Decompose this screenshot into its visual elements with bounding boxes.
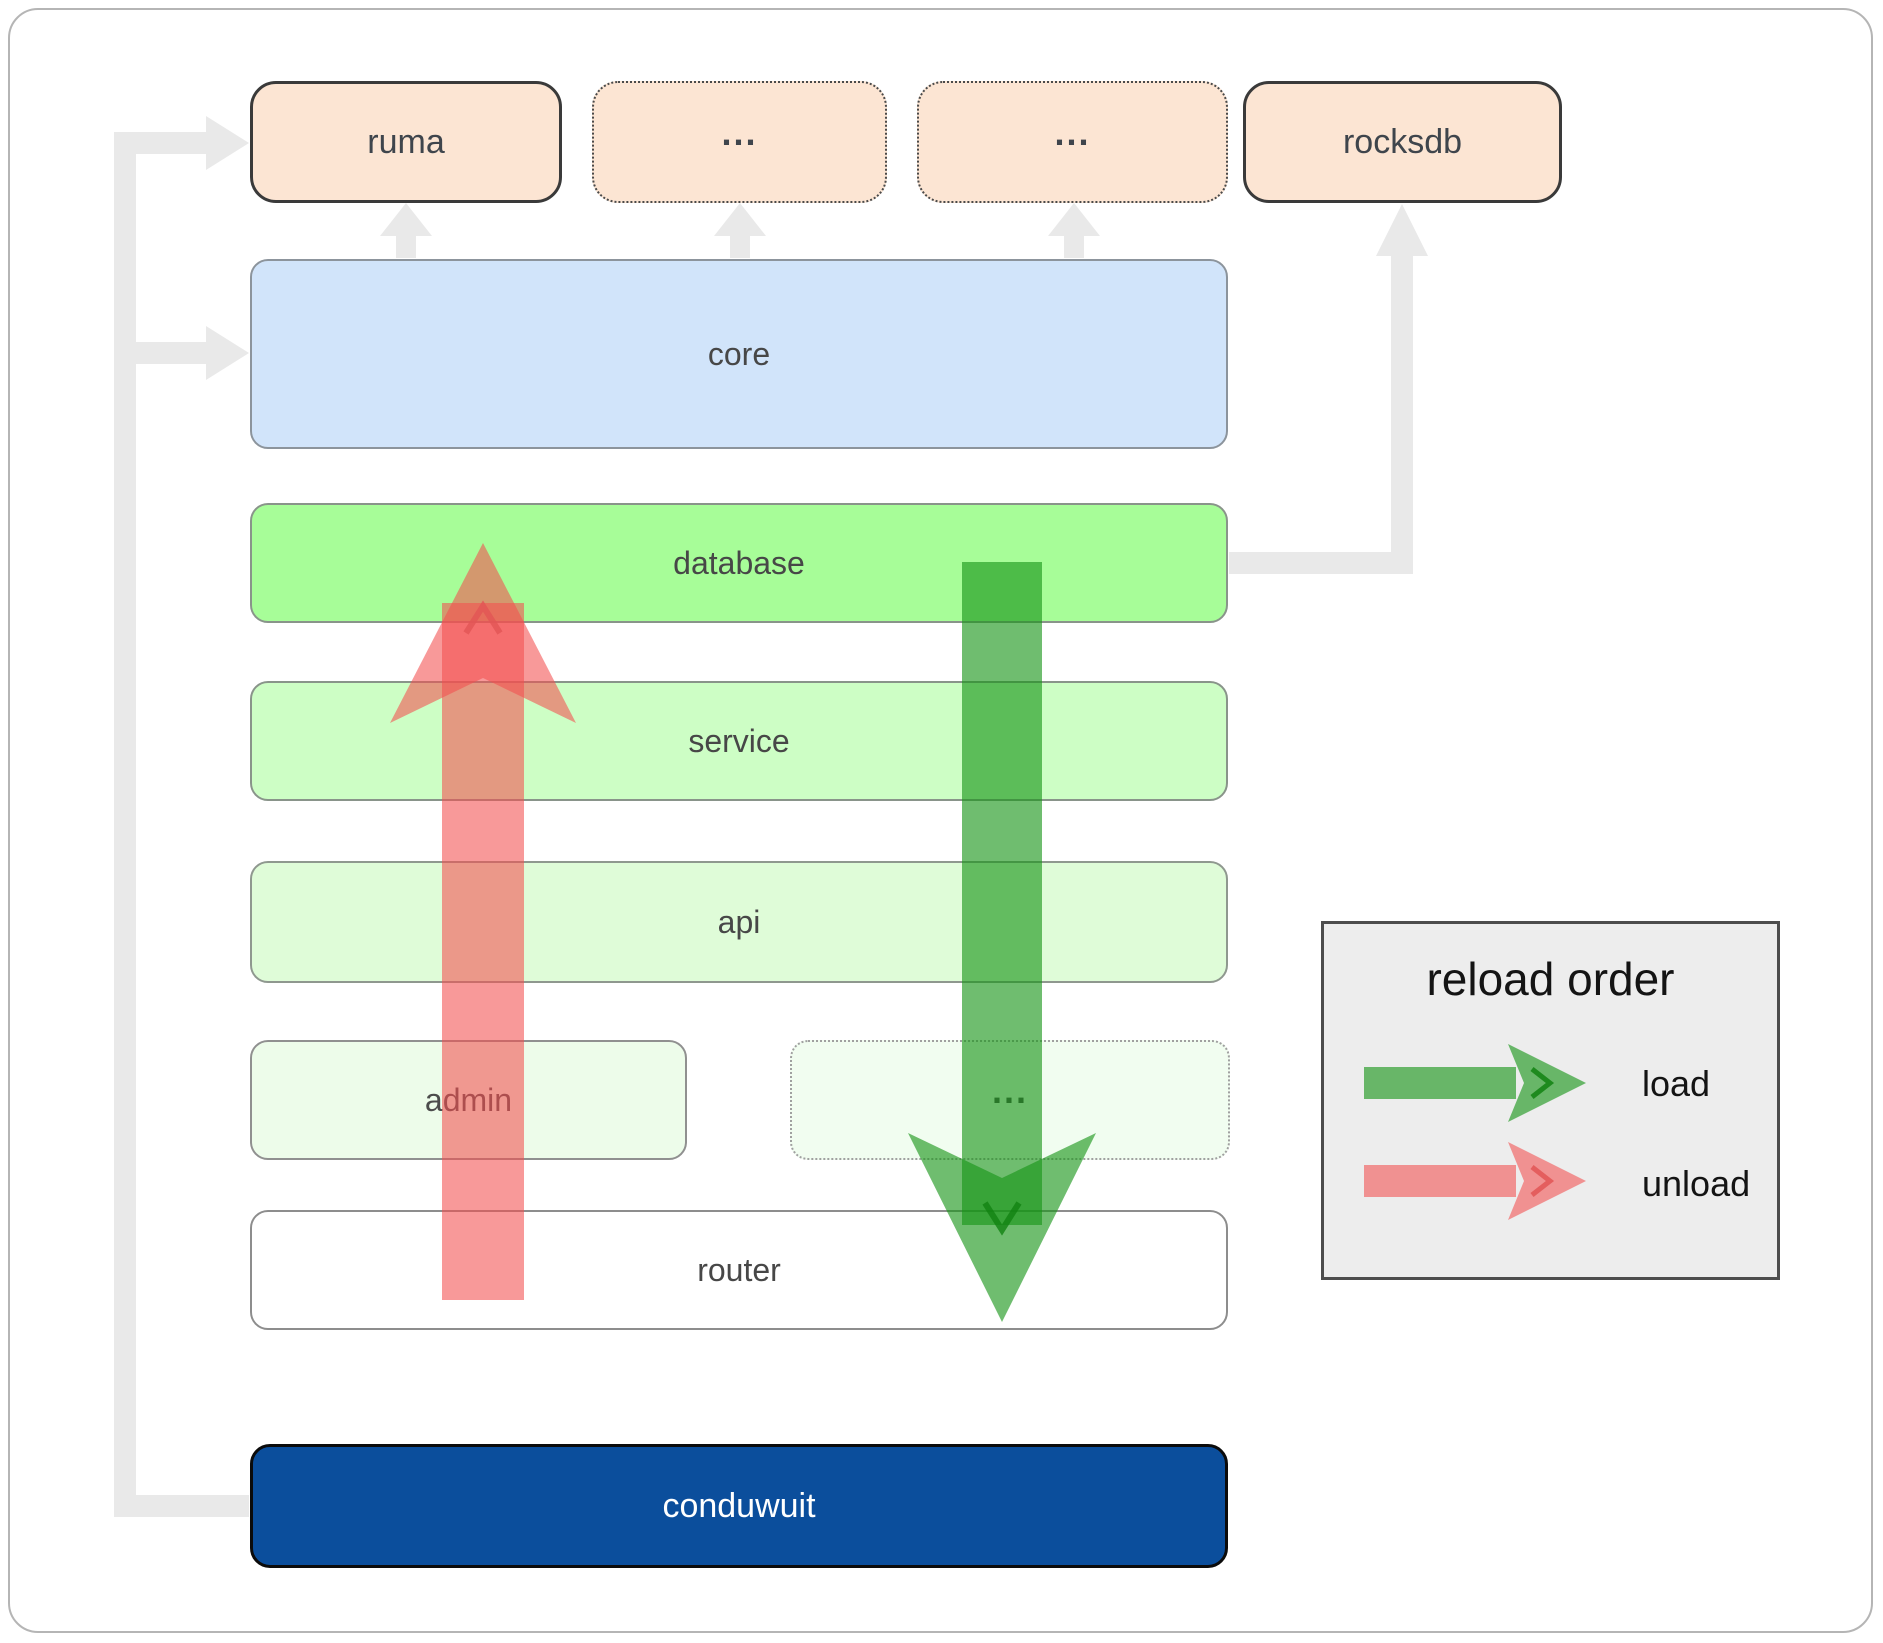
box-conduwuit-label: conduwuit [662,1486,816,1525]
box-router: router [250,1210,1228,1330]
legend-title: reload order [1426,953,1675,1005]
box-rocksdb: rocksdb [1243,81,1562,203]
box-admin-label: admin [424,1081,513,1118]
box-service-label: service [688,722,790,759]
box-more-admin: ... [790,1040,1230,1160]
box-core: core [250,259,1228,449]
box-more-crates-1-label: ... [721,112,758,153]
unload-arrow-icon [1364,1142,1586,1220]
box-more-crates-2-label: ... [1054,112,1091,153]
box-service: service [250,681,1228,801]
box-rocksdb-label: rocksdb [1342,122,1463,161]
box-more-admin-label: ... [991,1070,1028,1111]
load-arrow-icon [1364,1044,1586,1122]
box-router-label: router [697,1251,781,1288]
legend-label-unload: unload [1642,1163,1751,1204]
box-database-label: database [673,544,805,581]
box-api: api [250,861,1228,983]
legend: reload order load unload [1321,921,1780,1280]
box-api-label: api [717,903,761,940]
box-database: database [250,503,1228,623]
box-ruma: ruma [250,81,562,203]
box-admin: admin [250,1040,687,1160]
box-more-crates-2: ... [917,81,1228,203]
legend-label-load: load [1642,1063,1711,1104]
box-more-crates-1: ... [592,81,887,203]
box-core-label: core [707,335,771,372]
box-conduwuit: conduwuit [250,1444,1228,1568]
box-ruma-label: ruma [367,122,445,161]
